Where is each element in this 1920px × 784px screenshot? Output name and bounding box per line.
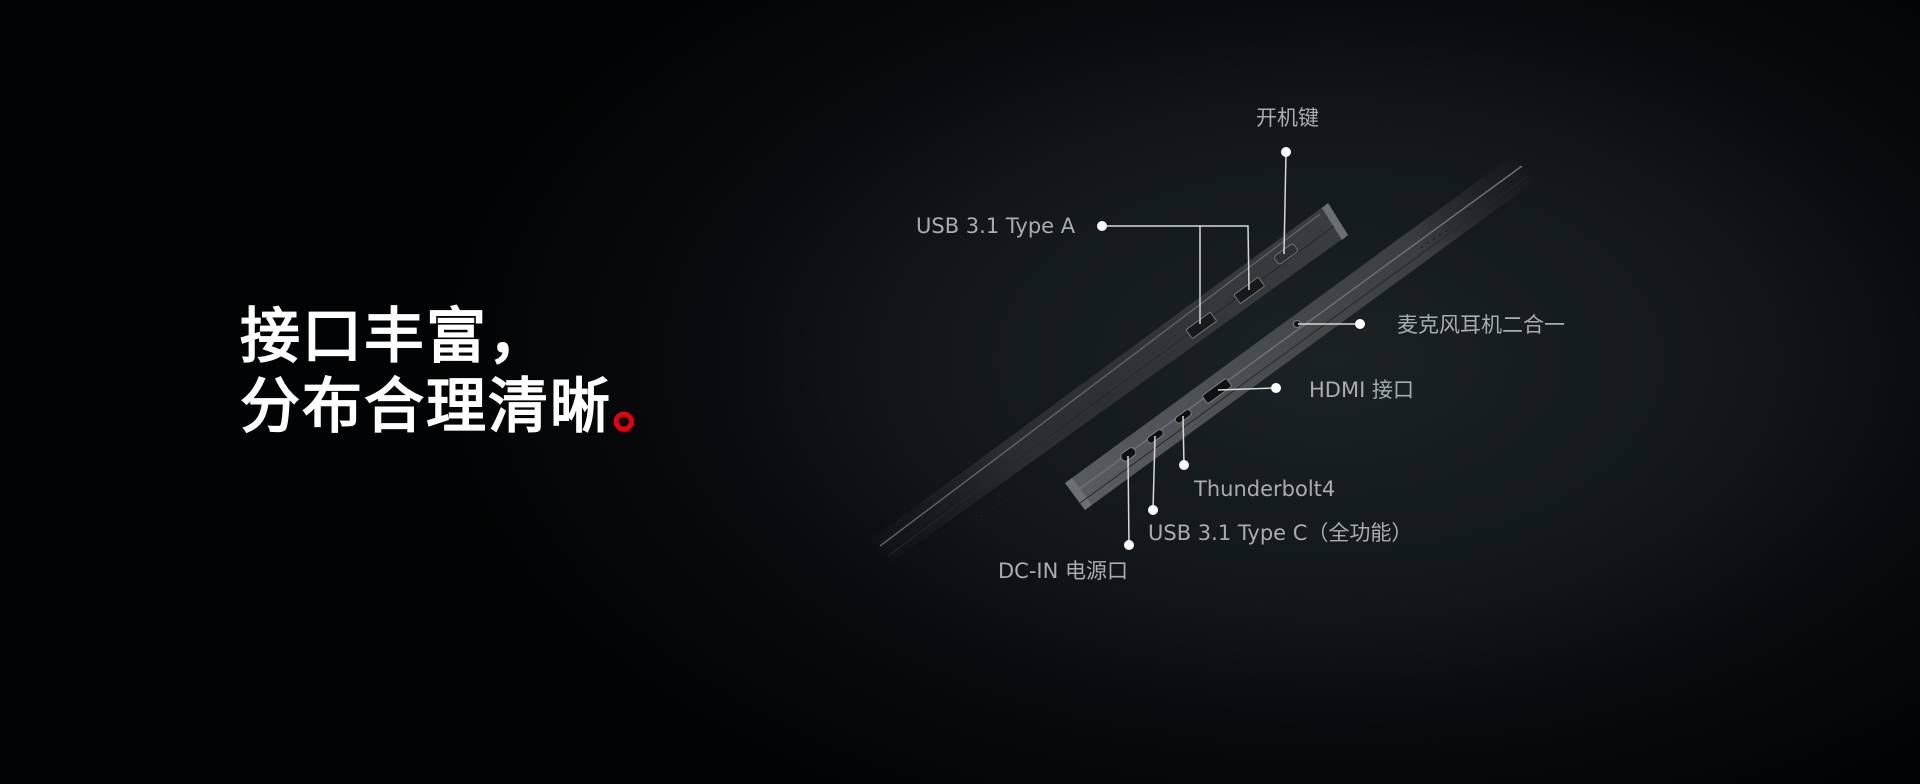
headline-line-2: 分布合理清晰。 (240, 372, 674, 442)
label-power-key: 开机键 (1256, 106, 1319, 130)
callout-lines (1102, 151, 1360, 546)
headline-full-stop: 。 (612, 372, 674, 442)
laptop-right-side-view (1065, 156, 1534, 510)
label-usb-c: USB 3.1 Type C（全功能） (1148, 521, 1413, 545)
headline-line-2-text: 分布合理清晰 (240, 372, 612, 442)
label-usb-a: USB 3.1 Type A (916, 214, 1076, 238)
usb-a-port-1-shape (1233, 277, 1265, 304)
laptop-left-side-view (870, 203, 1348, 562)
label-audio-combo: 麦克风耳机二合一 (1397, 313, 1565, 337)
label-hdmi: HDMI 接口 (1309, 378, 1414, 402)
headline-line-1: 接口丰富， (240, 302, 550, 372)
label-thunderbolt: Thunderbolt4 (1194, 477, 1336, 501)
callout-dots (1097, 147, 1365, 550)
headline: 接口丰富， 分布合理清晰。 (240, 302, 674, 442)
usb-a-port-2-shape (1185, 312, 1217, 339)
label-dc-in: DC-IN 电源口 (998, 559, 1128, 583)
dc-in-port-shape (1120, 447, 1137, 462)
power-key-shape (1274, 243, 1298, 265)
hdmi-port-shape (1202, 378, 1232, 404)
